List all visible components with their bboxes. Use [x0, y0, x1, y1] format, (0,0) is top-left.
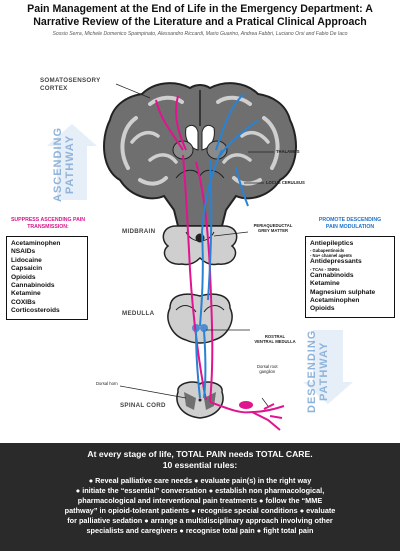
ascending-line1: ASCENDING: [52, 126, 64, 202]
promote-drug-item: Cannabinoids: [310, 271, 354, 279]
descending-line1: DESCENDING: [306, 329, 318, 413]
ascending-line2: PATHWAY: [64, 134, 76, 195]
promote-drug-subitem: - Gabapentinoids: [310, 248, 345, 254]
promote-drug-subitem: - TCAs - SNRIs: [310, 266, 340, 272]
label-somatosensory-cortex: SOMATOSENSORY CORTEX: [40, 77, 101, 93]
ascending-arrow: [47, 124, 97, 200]
rules-line: specialists and caregivers ● recognise t…: [86, 526, 314, 536]
suppress-drug-item: Ketamine: [11, 290, 41, 298]
suppress-drug-item: Capsaicin: [11, 265, 43, 273]
rules-line: for palliative sedation ● arrange a mult…: [67, 516, 333, 526]
label-cortex-line2: CORTEX: [40, 85, 68, 92]
label-midbrain: MIDBRAIN: [122, 228, 156, 235]
dorsal-root-ganglion: [239, 401, 253, 409]
descending-pathway-lines: [195, 93, 259, 399]
promote-drug-subitem: - Na+ channel agents: [310, 253, 353, 259]
promote-drug-item: Opioids: [310, 305, 335, 313]
promote-heading: PROMOTE DESCENDING PAIN MODULATION: [304, 217, 396, 230]
suppress-drug-item: Lidocaine: [11, 256, 42, 264]
descending-arrow: [303, 330, 353, 404]
promote-heading-line1: PROMOTE DESCENDING: [318, 217, 382, 223]
rules-heading-line2: 10 essential rules:: [162, 459, 238, 470]
pain-pathway-diagram: [47, 82, 353, 431]
leader-lines: [115, 83, 274, 407]
rules-line: ● initiate the “essential” conversation …: [75, 486, 325, 496]
label-drg-line1: Dorsal root: [257, 364, 278, 369]
rules-heading: At every stage of life, TOTAL PAIN needs…: [6, 449, 394, 470]
label-cortex-line1: SOMATOSENSORY: [40, 77, 101, 84]
rules-line: pharmacological and interventional pain …: [77, 496, 323, 506]
label-rvm-line2: VENTRAL MEDULLA: [254, 339, 296, 344]
promote-drug-item: Antidepressants: [310, 258, 362, 266]
suppress-heading: SUPPRESS ASCENDING PAIN TRANSMISSION:: [2, 217, 94, 230]
rules-panel: At every stage of life, TOTAL PAIN needs…: [0, 443, 400, 551]
label-dorsal-horn: Dorsal horn: [96, 381, 118, 386]
promote-heading-line2: PAIN MODULATION: [325, 223, 375, 230]
promote-drug-list: Antiepileptics - Gabapentinoids - Na+ ch…: [305, 236, 395, 318]
label-locus-ceruleus: LOCUS CERULEUS: [266, 180, 305, 185]
suppress-drug-list: Acetaminophen NSAIDs Lidocaine Capsaicin…: [6, 236, 88, 320]
label-periaqueductal: PERIAQUEDUCTAL GREY MATTER: [248, 223, 298, 233]
suppress-drug-item: Cannabinoids: [11, 282, 55, 290]
authors: Sossio Serra, Michele Domenico Spampinat…: [52, 31, 348, 37]
rules-list: ● Reveal palliative care needs ● evaluat…: [8, 476, 392, 537]
spinal-cord-section: [176, 381, 224, 419]
suppress-drug-item: COXIBs: [11, 298, 36, 306]
promote-drug-item: Antiepileptics: [310, 240, 354, 247]
label-dorsal-root-ganglion: Dorsal root ganglion: [257, 364, 277, 374]
label-medulla: MEDULLA: [122, 310, 155, 317]
rules-heading-line1: At every stage of life, TOTAL PAIN needs…: [87, 449, 313, 459]
suppress-drug-item: Acetaminophen: [11, 240, 61, 247]
suppress-drug-item: Corticosteroids: [11, 307, 60, 315]
promote-drug-item: Ketamine: [310, 280, 340, 288]
suppress-heading-line1: SUPPRESS ASCENDING PAIN: [10, 217, 86, 223]
page-title: Pain Management at the End of Life in th…: [27, 3, 373, 28]
label-pag-line1: PERIAQUEDUCTAL: [253, 223, 293, 228]
ascending-pathway-lines: [155, 95, 285, 431]
suppress-heading-line2: TRANSMISSION:: [27, 223, 69, 230]
rules-line: pathway” in opioid-tolerant patients ● r…: [64, 506, 336, 516]
label-spinal-cord: SPINAL CORD: [120, 402, 166, 409]
midbrain-section: [162, 225, 238, 266]
suppress-drug-item: Opioids: [11, 273, 36, 281]
suppress-drug-item: NSAIDs: [11, 248, 36, 256]
label-rvm-line1: ROSTRAL: [264, 334, 286, 339]
rules-line: ● Reveal palliative care needs ● evaluat…: [88, 476, 312, 485]
label-thalamus: THALAMUS: [276, 149, 300, 154]
brain: [103, 82, 297, 227]
promote-drug-item: Acetaminophen: [310, 297, 360, 305]
descending-line2: PATHWAY: [318, 341, 330, 402]
promote-drug-item: Magnesium sulphate: [310, 288, 376, 296]
label-pag-line2: GREY MATTER: [257, 228, 289, 233]
ascending-pathway-label: ASCENDING PATHWAY: [52, 127, 76, 202]
descending-pathway-label: DESCENDING PATHWAY: [306, 330, 330, 413]
label-rostral-ventral-medulla: ROSTRAL VENTRAL MEDULLA: [246, 334, 304, 344]
label-drg-line2: ganglion: [259, 369, 276, 374]
